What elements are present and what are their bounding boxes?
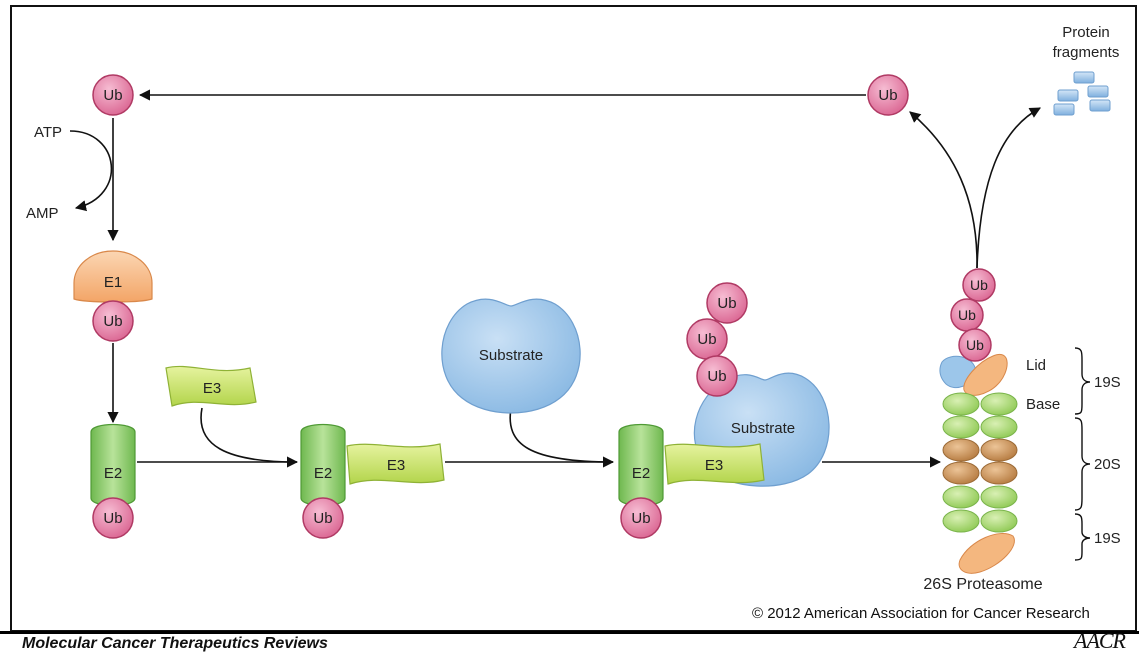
ubiquitin-free-left: Ub [92, 74, 134, 116]
ub-label: Ub [707, 368, 726, 385]
polyubiquitin-chain-proteasome: Ub Ub Ub [950, 268, 996, 362]
19s-bottom-label: 19S [1094, 530, 1121, 547]
ubiquitin-released: Ub [867, 74, 909, 116]
e2-label: E2 [104, 465, 122, 482]
ub-label: Ub [717, 295, 736, 312]
ub-label: Ub [631, 510, 650, 527]
ub-label: Ub [103, 87, 122, 104]
e3-label: E3 [387, 457, 405, 474]
substrate-free: Substrate [441, 298, 581, 414]
atp-amp-arrow [69, 130, 113, 212]
substrate-label: Substrate [479, 347, 543, 364]
ub-label: Ub [103, 510, 122, 527]
proteasome-label: 26S Proteasome [923, 576, 1042, 593]
e2-enzyme-2: E2 [300, 423, 346, 507]
e1-enzyme: E1 [73, 250, 153, 303]
publisher-logo: AACR [1074, 628, 1126, 653]
proteasome-braces [1074, 347, 1091, 561]
amp-label: AMP [26, 205, 59, 222]
ubiquitin-on-e2-3: Ub [620, 497, 662, 539]
protein-fragments [1053, 71, 1111, 116]
ub-label: Ub [103, 313, 122, 330]
journal-title: Molecular Cancer Therapeutics Reviews [22, 635, 328, 652]
20s-label: 20S [1094, 456, 1121, 473]
e3-label: E3 [203, 380, 221, 397]
lid-label: Lid [1026, 357, 1046, 374]
ub-label: Ub [966, 337, 984, 353]
protein-fragments-label-2: fragments [1053, 44, 1120, 61]
atp-label: ATP [34, 124, 62, 141]
ub-release-arrow [909, 111, 978, 269]
ubiquitin-on-e2-2: Ub [302, 497, 344, 539]
19s-top-label: 19S [1094, 374, 1121, 391]
e2-label: E2 [632, 465, 650, 482]
substrate-label: Substrate [731, 420, 795, 437]
e3-ligase-bound-1: E3 [346, 443, 445, 485]
copyright-notice: © 2012 American Association for Cancer R… [752, 605, 1090, 622]
fragments-release-arrow [976, 107, 1041, 269]
e1-label: E1 [104, 274, 122, 291]
proteasome-rings [942, 392, 1018, 533]
ub-label: Ub [697, 331, 716, 348]
ub-label: Ub [970, 277, 988, 293]
e2-enzyme-1: E2 [90, 423, 136, 507]
proteasome-26s [939, 353, 1018, 574]
e3-ligase-bound-2: E3 [664, 443, 765, 485]
ub-label: Ub [313, 510, 332, 527]
e2-label: E2 [314, 465, 332, 482]
e3-join-arrow [200, 407, 298, 463]
ub-label: Ub [958, 307, 976, 323]
polyubiquitin-chain-substrate: Ub Ub Ub [686, 282, 748, 397]
base-label: Base [1026, 396, 1060, 413]
substrate-join-arrow [509, 407, 614, 463]
ubiquitin-on-e2-1: Ub [92, 497, 134, 539]
e3-label: E3 [705, 457, 723, 474]
protein-fragments-label-1: Protein [1062, 24, 1110, 41]
footer-bar [0, 631, 1139, 657]
ubiquitin-on-e1: Ub [92, 300, 134, 342]
e3-ligase-free: E3 [165, 365, 257, 407]
ub-label: Ub [878, 87, 897, 104]
e2-enzyme-3: E2 [618, 423, 664, 507]
